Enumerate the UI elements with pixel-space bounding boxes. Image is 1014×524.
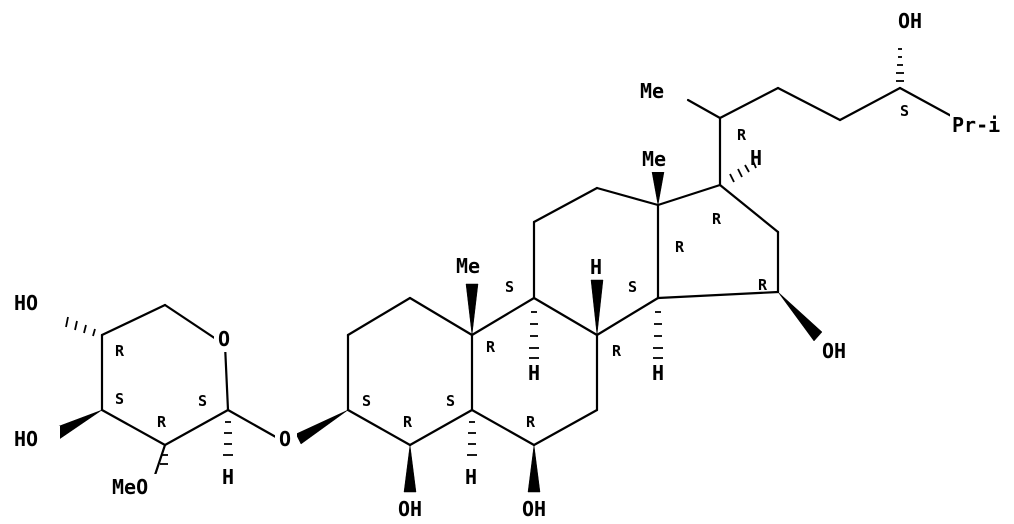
bond [408, 408, 474, 447]
atom-label: OH [398, 497, 422, 521]
wedge-bond [777, 291, 823, 342]
bond [718, 183, 780, 234]
bond [656, 183, 722, 207]
stereo-label: S [362, 392, 371, 410]
stereo-label: R [712, 210, 722, 228]
stereo-label: R [157, 413, 167, 431]
hash-bond [737, 168, 743, 178]
stereo-label: S [505, 278, 514, 296]
atom-label: H [465, 465, 477, 489]
bond [532, 408, 599, 447]
bond [346, 408, 412, 447]
bond [163, 408, 230, 447]
stereo-label: S [115, 390, 124, 408]
atom-label: H [590, 255, 602, 279]
atom-label: Me [640, 79, 664, 103]
atom-label: H [222, 465, 234, 489]
hash-bond [729, 173, 735, 183]
stereo-label: S [628, 278, 637, 296]
bond [776, 86, 842, 122]
atom-label: MeO [112, 475, 148, 499]
wedge-bond [295, 409, 349, 445]
atom-label: HO [14, 291, 38, 315]
atom-label: O [279, 427, 291, 451]
wedge-bond [403, 444, 417, 493]
stereo-labels: S R R R R S S R R S R S R R S R S [115, 102, 909, 431]
stereo-label: R [612, 342, 622, 360]
wedge-bond [527, 444, 541, 493]
wedge-bond [53, 409, 103, 441]
stereo-label: R [403, 413, 413, 431]
bond [346, 296, 412, 337]
hash-bond [744, 164, 750, 173]
bond [686, 98, 722, 120]
wedge-bond [651, 171, 665, 206]
atom-labels: OH Me Pr-i H Me Me H H H OH O O HO HO Me… [10, 8, 1012, 521]
atom-label: O [218, 327, 230, 351]
atom-label: H [750, 146, 762, 170]
hash-bond [92, 328, 96, 337]
stereo-label: S [900, 102, 909, 120]
bond [595, 296, 660, 337]
bond [100, 303, 167, 337]
bond [223, 343, 230, 412]
stereo-label: R [737, 126, 747, 144]
stereo-label: R [758, 276, 768, 294]
stereo-label: S [446, 392, 455, 410]
bond [153, 443, 167, 477]
stereo-label: R [486, 338, 496, 356]
hash-bond [752, 160, 757, 169]
hash-bond [65, 316, 69, 328]
bond [532, 296, 599, 337]
atom-label: HO [14, 427, 38, 451]
atom-label: OH [822, 339, 846, 363]
wedge-bonds [53, 171, 823, 493]
bond [898, 86, 957, 120]
bond [470, 408, 536, 447]
hash-bond [74, 320, 78, 331]
bond [100, 408, 167, 447]
bond [408, 296, 474, 337]
stereo-label: S [198, 392, 207, 410]
stereo-label: R [115, 342, 125, 360]
wedge-bond [465, 283, 479, 336]
stereo-label: R [675, 238, 685, 256]
atom-label: Me [456, 254, 480, 278]
bond [532, 186, 599, 224]
bond-lines [100, 86, 957, 477]
bond [595, 186, 660, 207]
bond [470, 296, 536, 337]
atom-label: Me [642, 147, 666, 171]
bond [718, 86, 780, 120]
wedge-bond [590, 279, 604, 336]
atom-label: H [652, 361, 664, 385]
bond [656, 290, 780, 300]
atom-label: OH [522, 497, 546, 521]
atom-label: H [528, 361, 540, 385]
atom-label: OH [898, 9, 922, 33]
hash-bonds [65, 48, 904, 465]
bond [838, 86, 902, 122]
atom-label: Pr-i [952, 113, 1000, 137]
hash-bond [83, 324, 87, 334]
stereo-label: R [526, 413, 536, 431]
